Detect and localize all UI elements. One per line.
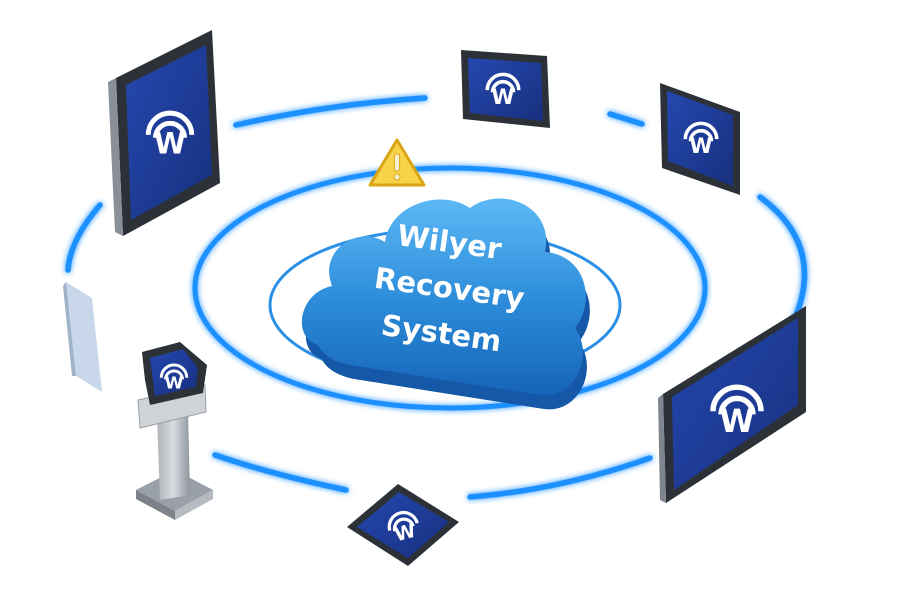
device-kiosk-bottom-left xyxy=(136,342,213,520)
device-tablet-bottom-center xyxy=(347,484,459,566)
warning-triangle-icon xyxy=(368,138,426,187)
device-tablet-top-left xyxy=(108,30,220,236)
middle-ring xyxy=(192,165,708,411)
recovery-cloud: Wilyer Recovery System xyxy=(301,198,590,410)
device-display-bottom-right xyxy=(658,306,806,503)
device-tablet-top-right xyxy=(660,83,740,195)
outer-ring xyxy=(65,95,808,500)
device-tablet-top-center xyxy=(461,50,550,128)
device-edge-display-left xyxy=(63,282,102,392)
